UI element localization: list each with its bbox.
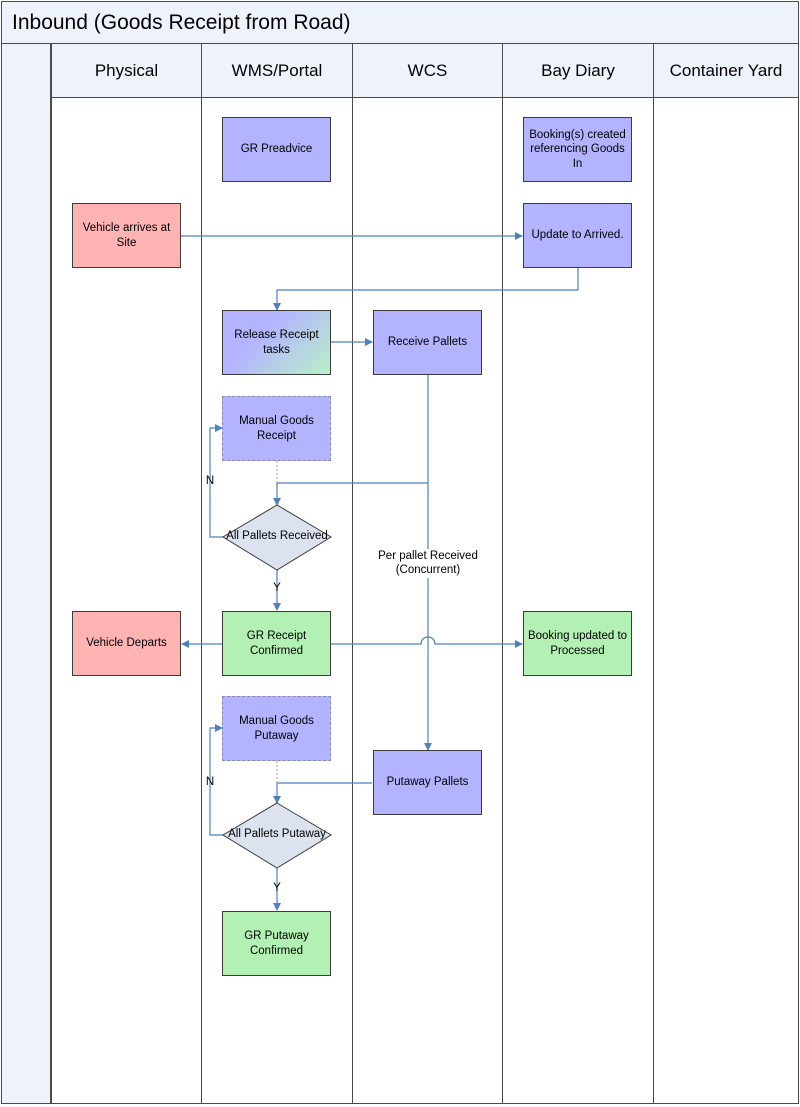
node-release-receipt: Release Receipt tasks [222, 310, 331, 375]
edge-update-to-release [273, 268, 579, 311]
node-manual-goods-putaway: Manual Goods Putaway [222, 696, 331, 761]
edge-label-yes-1: Y [273, 582, 281, 594]
edge-label-yes-2: Y [273, 882, 281, 894]
lane-header-bay-diary: Bay Diary [502, 43, 654, 98]
diagram-title-bar: Inbound (Goods Receipt from Road) [1, 1, 799, 44]
decision-label-received: All Pallets Received [226, 530, 328, 543]
edge-label-no-1: N [205, 475, 215, 487]
edge-decision2-no [209, 724, 224, 836]
node-vehicle-arrives: Vehicle arrives at Site [72, 203, 181, 268]
node-bookings-created: Booking(s) created referencing Goods In [523, 117, 632, 182]
decision-label-putaway: All Pallets Putaway [228, 828, 326, 841]
edge-confirmed-to-booking [331, 636, 523, 648]
node-update-arrived: Update to Arrived. [523, 203, 632, 268]
node-manual-goods-receipt: Manual Goods Receipt [222, 396, 331, 461]
pool-left-strip [1, 43, 51, 1104]
node-gr-receipt-confirmed: GR Receipt Confirmed [222, 611, 331, 676]
node-vehicle-departs: Vehicle Departs [72, 611, 181, 676]
node-receive-pallets: Receive Pallets [373, 310, 482, 375]
decision-all-pallets-putaway [222, 802, 332, 869]
edge-label-per-pallet: Per pallet Received (Concurrent) [372, 549, 484, 578]
decision-all-pallets-received [222, 504, 332, 571]
node-putaway-pallets: Putaway Pallets [373, 750, 482, 815]
edge-decision1-no [209, 424, 224, 538]
diagram-title: Inbound (Goods Receipt from Road) [12, 11, 351, 34]
lane-container-yard [653, 97, 799, 1104]
node-booking-processed: Booking updated to Processed [523, 611, 632, 676]
node-gr-putaway-confirmed: GR Putaway Confirmed [222, 911, 331, 976]
edge-receive-to-decision [273, 375, 429, 506]
edge-putaway-to-decision [273, 782, 372, 804]
edge-label-no-2: N [205, 776, 215, 788]
node-gr-preadvice: GR Preadvice [222, 117, 331, 182]
lane-header-container-yard: Container Yard [653, 43, 799, 98]
